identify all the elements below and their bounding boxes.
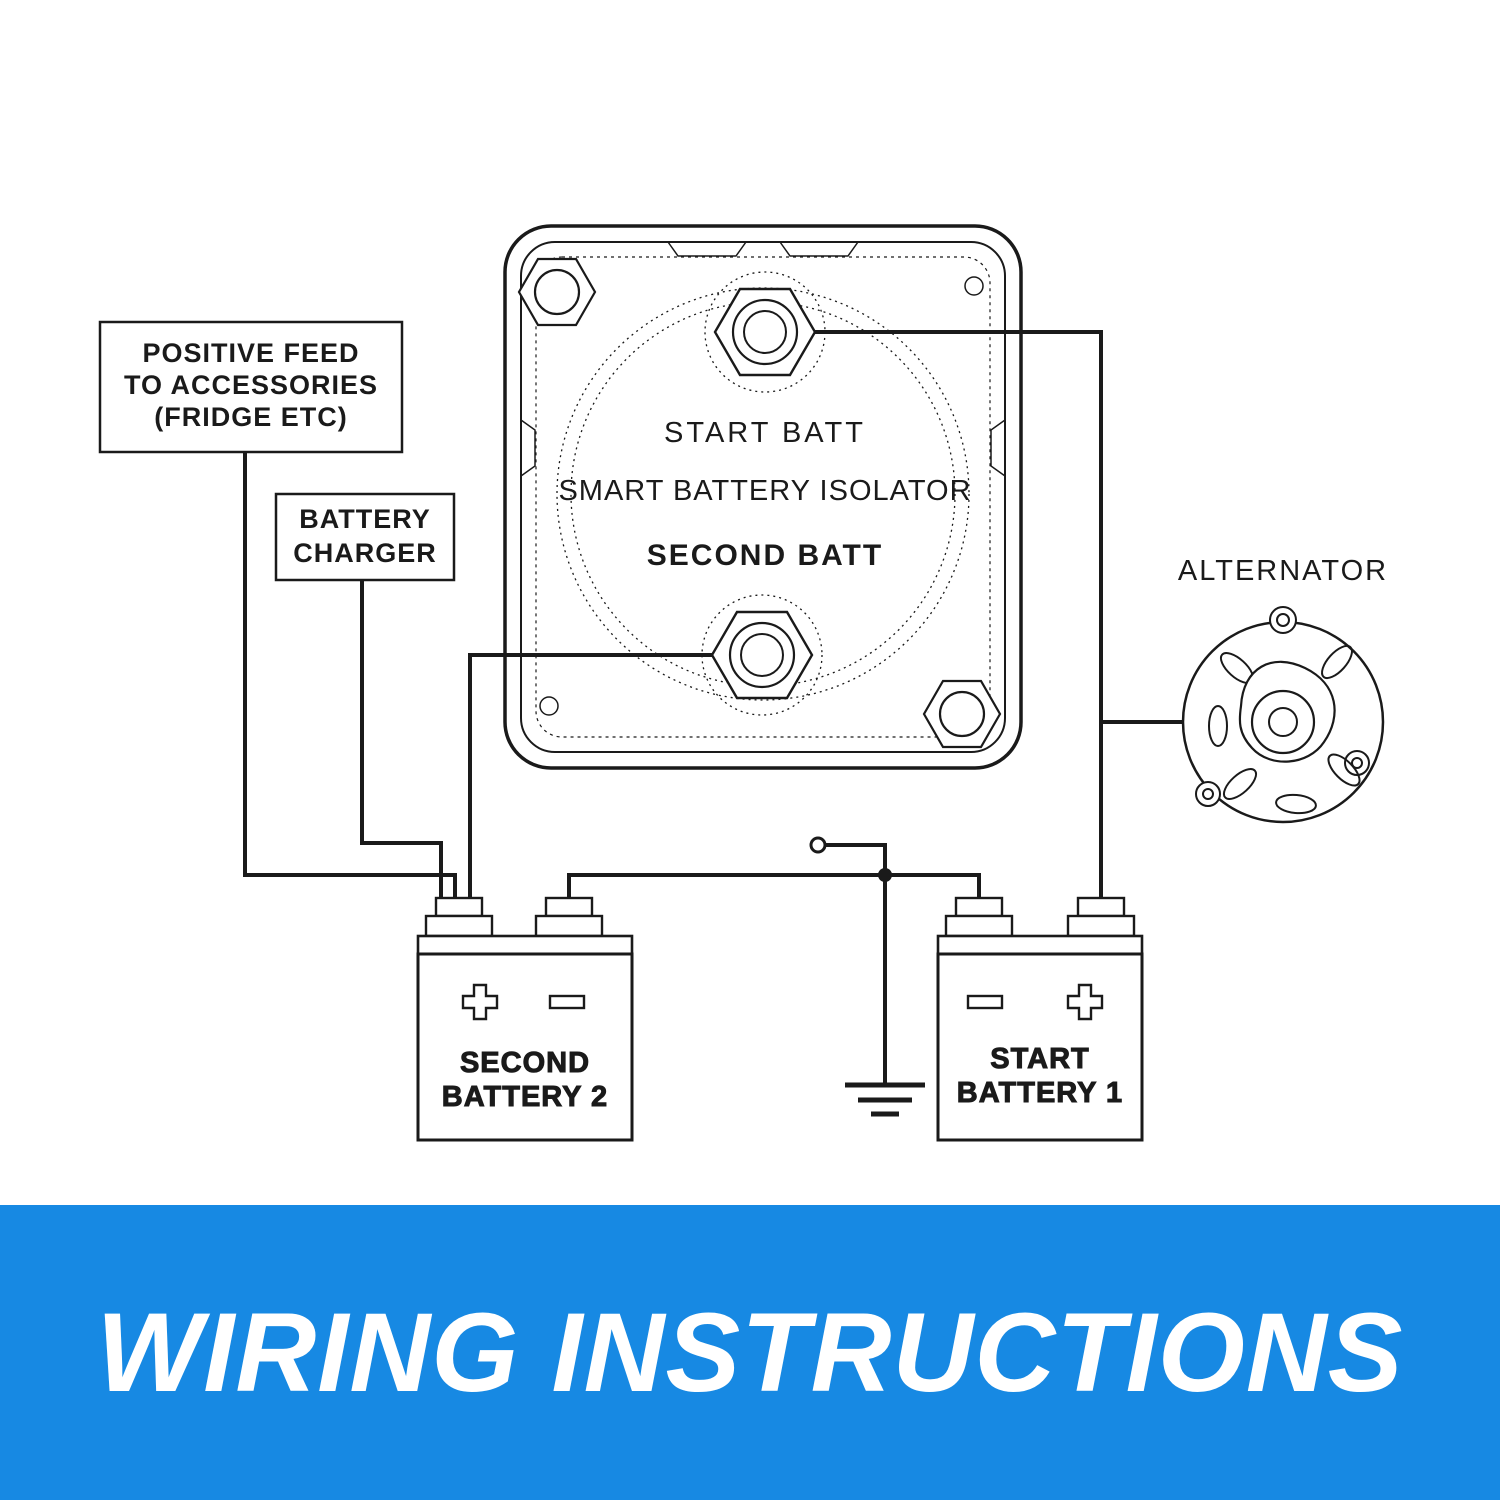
second-battery: SECOND BATTERY 2 — [416, 896, 634, 1142]
isolator-second-batt-label: SECOND BATT — [647, 539, 883, 572]
minus-symbol-icon — [548, 994, 586, 1010]
second-battery-negative-post — [534, 896, 604, 938]
alternator-vent-slots — [1208, 644, 1361, 815]
start-battery: START BATTERY 1 — [936, 896, 1144, 1142]
start-battery-body — [936, 952, 1144, 1142]
wire-battery2-negative-to-ground — [567, 873, 885, 900]
wiring-diagram: START BATT SMART BATTERY ISOLATOR SECOND… — [98, 224, 1388, 1142]
ground-symbol — [845, 1082, 925, 1117]
positive-feed-label-line1: POSITIVE FEED — [142, 338, 359, 368]
wire-isolator-second-to-battery2 — [468, 653, 740, 900]
plus-symbol-icon — [1066, 983, 1104, 1021]
corner-hole-top-right — [964, 276, 984, 296]
isolator-title: SMART BATTERY ISOLATOR — [558, 475, 971, 507]
second-battery-positive-post — [424, 896, 494, 938]
isolator-unit — [503, 224, 1023, 770]
start-battery-label-line1: START — [990, 1043, 1090, 1075]
second-battery-lid — [416, 934, 634, 956]
isolator-outer-case — [503, 224, 1023, 770]
isolator-start-batt-label: START BATT — [664, 417, 866, 449]
wire-chassis-to-ground — [825, 843, 887, 1085]
isolator-side-tab — [520, 419, 536, 477]
second-battery-label-line2: BATTERY 2 — [442, 1081, 608, 1113]
isolator-inner-case — [520, 241, 1006, 753]
wiring — [243, 330, 1183, 1085]
alternator-label: ALTERNATOR — [1178, 555, 1388, 587]
wire-isolator-start-to-battery1 — [790, 330, 1103, 900]
start-battery-lid — [936, 934, 1144, 956]
corner-bolt-bottom-right — [922, 679, 1002, 749]
isolator-terminal-second — [701, 594, 823, 716]
battery-charger-label-box: BATTERY CHARGER — [274, 492, 456, 582]
wire-battery1-negative-to-ground — [885, 873, 981, 900]
corner-bolt-top-left — [517, 257, 597, 327]
isolator-terminal-start — [704, 271, 826, 393]
second-battery-body — [416, 952, 634, 1142]
isolator-top-tab — [779, 241, 859, 257]
wire-junction-dot — [878, 868, 892, 882]
start-battery-positive-post — [1066, 896, 1136, 938]
second-battery-label-line1: SECOND — [460, 1047, 590, 1079]
corner-hole-bottom-left — [539, 696, 559, 716]
isolator-top-tab — [667, 241, 747, 257]
wire-charger-to-battery2 — [360, 580, 443, 900]
alternator-shaft-inner — [1268, 707, 1298, 737]
alternator-lug — [1195, 606, 1370, 807]
banner: WIRING INSTRUCTIONS — [0, 1205, 1500, 1500]
alternator-drawing — [1181, 606, 1385, 824]
positive-feed-label-line3: (FRIDGE ETC) — [154, 402, 348, 432]
isolator-side-tab — [990, 419, 1006, 477]
wire-positive-feed-to-battery2 — [243, 452, 457, 900]
banner-title: WIRING INSTRUCTIONS — [96, 1290, 1404, 1415]
battery-charger-label-line1: BATTERY — [299, 504, 431, 534]
battery-charger-label-line2: CHARGER — [293, 538, 437, 568]
plus-symbol-icon — [461, 983, 499, 1021]
isolator-face-dotted-ring — [556, 287, 970, 701]
positive-feed-label-box: POSITIVE FEED TO ACCESSORIES (FRIDGE ETC… — [98, 320, 404, 454]
start-battery-negative-post — [944, 896, 1014, 938]
positive-feed-label-line2: TO ACCESSORIES — [124, 370, 378, 400]
chassis-terminal-icon — [809, 836, 827, 854]
start-battery-label-line2: BATTERY 1 — [957, 1077, 1123, 1109]
minus-symbol-icon — [966, 994, 1004, 1010]
